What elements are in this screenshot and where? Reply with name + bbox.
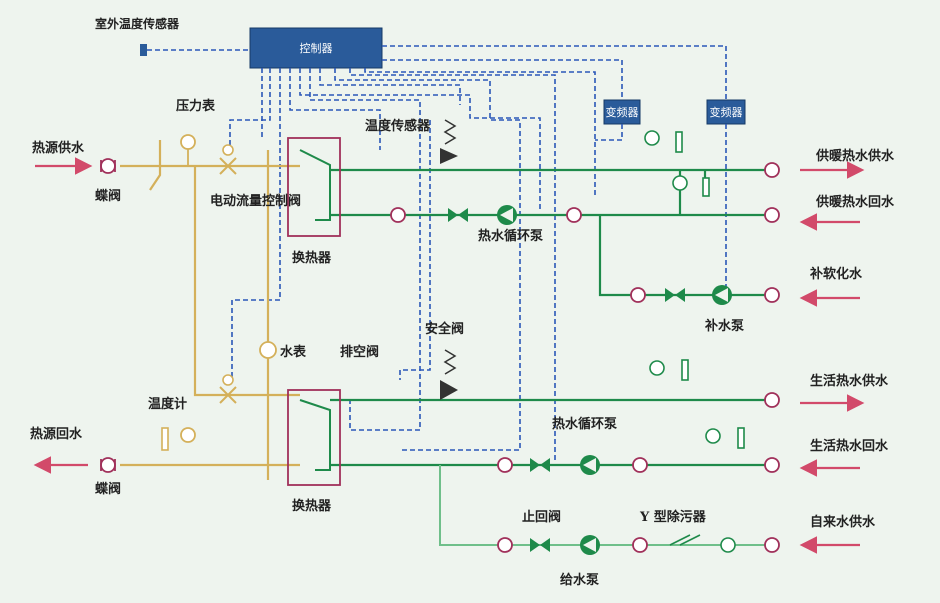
- feed-pump-label: 给水泵: [560, 572, 599, 588]
- outdoor-sensor-label: 室外温度传感器: [95, 16, 180, 31]
- variable-frequency-box-1: 变频器: [603, 99, 641, 125]
- domestic-return-label: 生活热水回水: [810, 438, 889, 454]
- variable-frequency-box-2: 变频器: [706, 99, 746, 125]
- softened-makeup-label: 补软化水: [809, 266, 863, 282]
- water-meter: [259, 341, 277, 359]
- makeup-pump-label: 补水泵: [704, 318, 744, 334]
- check-valves: [448, 208, 685, 552]
- controller-label: 控制器: [300, 41, 333, 55]
- y-strainer: [669, 534, 736, 553]
- pressure-gauge-label: 压力表: [176, 98, 216, 114]
- heat-exchanger-bottom-label: 换热器: [292, 498, 332, 514]
- pump-top-label: 热水循环泵: [478, 228, 543, 244]
- flow-arrows: [33, 157, 865, 554]
- safety-valve-label: 安全阀: [425, 321, 464, 337]
- small-box-1-label: 变频器: [606, 105, 639, 119]
- pump-bottom: [580, 455, 600, 475]
- butterfly-valve-bottom-label: 蝶阀: [95, 481, 121, 497]
- tap-water-supply-label: 自来水供水: [810, 514, 876, 530]
- makeup-pump: [712, 285, 732, 305]
- heating-supply-label: 供暖热水供水: [815, 148, 895, 164]
- small-box-2-label: 变频器: [710, 105, 743, 119]
- heat-source-supply-label: 热源供水: [32, 140, 85, 156]
- heating-return-label: 供暖热水回水: [815, 194, 895, 210]
- heat-exchanger-bottom: 换热器: [287, 389, 341, 514]
- butterfly-valve-top: [100, 158, 116, 174]
- feed-pump: [580, 535, 600, 555]
- domestic-supply-label: 生活热水供水: [810, 373, 889, 389]
- y-strainer-label: Y 型除污器: [639, 509, 707, 525]
- heat-exchanger-top-label: 换热器: [292, 250, 332, 266]
- butterfly-valve-bottom: [100, 457, 116, 473]
- water-meter-label: 水表: [280, 344, 307, 360]
- heat-source-return-label: 热源回水: [30, 426, 83, 442]
- pump-bottom-label: 热水循环泵: [552, 416, 617, 432]
- pressure-gauge-primary: [180, 134, 196, 166]
- gauges-secondary: [644, 130, 745, 449]
- check-valve-label: 止回阀: [522, 509, 561, 525]
- thermometer-label: 温度计: [148, 396, 187, 412]
- butterfly-valves-secondary: [390, 162, 780, 553]
- electric-valve-bottom: [219, 374, 237, 404]
- outdoor-temp-sensor: 室外温度传感器: [95, 16, 250, 56]
- secondary-piping: [330, 168, 775, 546]
- safety-valve-top: [440, 119, 458, 164]
- safety-valve: [440, 349, 458, 400]
- electric-flow-valve: [219, 144, 237, 175]
- exhaust-valve-label: 排空阀: [340, 344, 379, 360]
- temp-sensor-label: 温度传感器: [365, 118, 431, 134]
- heat-exchanger-top: 换热器: [287, 137, 341, 266]
- butterfly-valve-top-label: 蝶阀: [95, 188, 121, 204]
- controller-box: 控制器: [249, 27, 383, 69]
- pump-top: [497, 205, 517, 225]
- thermometer-primary: [161, 427, 196, 451]
- electric-valve-label: 电动流量控制阀: [210, 193, 301, 209]
- control-lines: [229, 45, 727, 460]
- primary-piping: [120, 140, 300, 480]
